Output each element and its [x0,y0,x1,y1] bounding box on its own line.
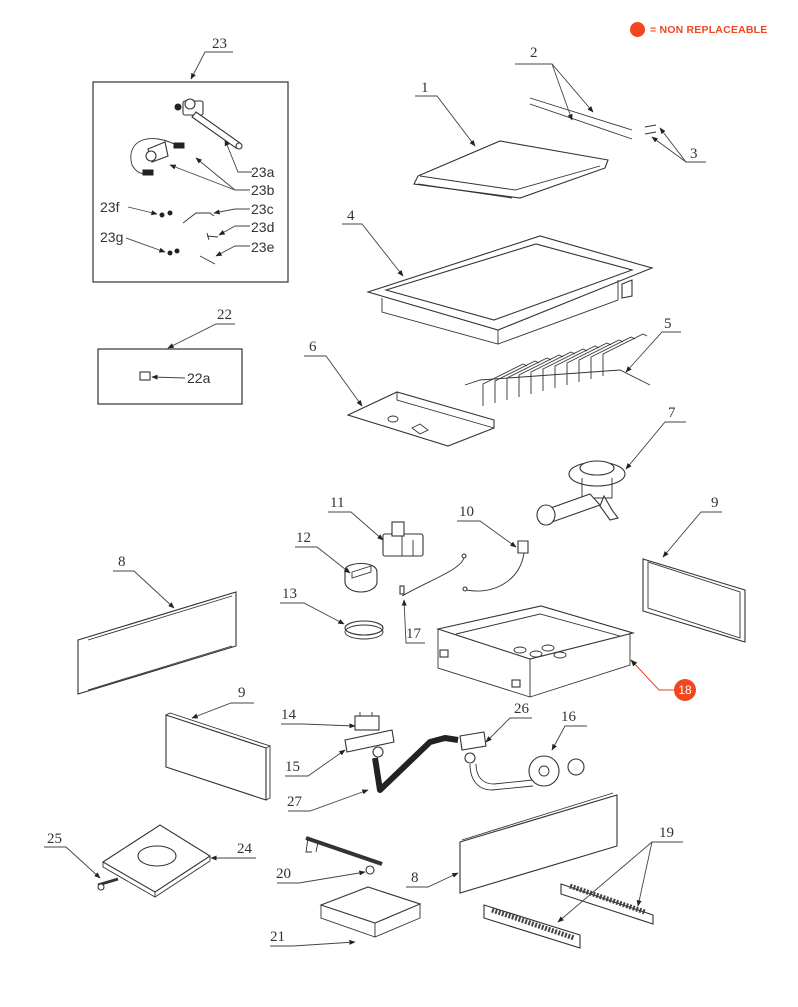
part-10-electrode: 10 [457,504,529,592]
label-5: 5 [664,316,672,332]
label-23f: 23f [100,199,120,215]
part-5-grate [464,333,651,406]
label-15: 15 [285,759,300,775]
part-2-rods: 2 [515,45,633,140]
non-replaceable-badge-18 [674,679,696,701]
label-23a: 23a [251,164,275,180]
grate-bar [530,351,576,394]
part-22-box: 22 22a [97,307,243,405]
part-20-rail: 20 [276,836,383,884]
label-22a: 22a [187,370,211,386]
label-23e: 23e [251,239,275,255]
part-18-firebox: 18 [435,605,696,701]
part-27-flex-hose: 27 [287,735,459,812]
label-12: 12 [296,530,311,546]
part-16-regulator: 16 [528,709,587,787]
part-3-clips: 3 [644,124,706,163]
part-25-screw: 25 [44,831,119,891]
part-7-burner: 7 [536,405,686,526]
label-13: 13 [282,586,297,602]
label-14: 14 [281,707,297,723]
label-10: 10 [459,504,474,520]
grate-bar [482,363,528,406]
label-4: 4 [347,208,355,224]
grate-bar [590,336,636,379]
label-2: 2 [530,45,538,61]
label-21: 21 [270,929,285,945]
part-8-bottom-panel: 8 [406,792,618,894]
label-3: 3 [690,146,698,162]
part-8-side-panel-left: 8 [77,554,237,695]
part-14-15-valve-manifold: 14 15 [281,707,395,777]
part-21-drip-pan: 21 [270,886,422,947]
part-6-tray: 6 [304,339,495,447]
grate-bar [542,348,588,391]
label-23: 23 [212,36,227,52]
label-18: 18 [678,683,692,697]
grate-bar [578,339,624,382]
non-replaceable-marker-icon [630,22,645,37]
part-26-fitting: 26 [459,701,534,791]
label-9-left: 9 [238,685,246,701]
part-19-vents: 19 [483,825,683,949]
label-24: 24 [237,841,253,857]
part-9-panel-right: 9 [642,495,746,643]
grate-bar [518,354,564,397]
legend-text: = NON REPLACEABLE [650,23,768,36]
legend: = NON REPLACEABLE [630,22,767,37]
grate-bar [554,345,600,388]
part-23-kit-box: 23 23a 23b 23f 23c 23d [92,36,289,283]
part-11-igniter: 11 [328,495,424,557]
label-16: 16 [561,709,577,725]
label-19: 19 [659,825,674,841]
part-4-frame: 4 [342,208,654,345]
label-8-bottom: 8 [411,870,419,886]
label-27: 27 [287,794,303,810]
part-13-bezel: 13 [280,586,384,640]
label-11: 11 [330,495,344,511]
label-23d: 23d [251,219,274,235]
label-22: 22 [217,307,232,323]
part-1-griddle-plate: 1 [413,80,609,199]
label-9-right: 9 [711,495,719,511]
grate-frame [464,369,651,386]
label-25: 25 [47,831,62,847]
label-7: 7 [668,405,676,421]
part-24-plate: 24 [101,824,256,898]
grate-bar [494,360,540,403]
grate-bar [506,357,552,400]
label-26: 26 [514,701,530,717]
label-8-left: 8 [118,554,126,570]
label-20: 20 [276,866,291,882]
label-17: 17 [406,626,422,642]
part-17-igniter-wire: 17 [399,553,467,644]
hose-assembly [130,138,185,176]
label-6: 6 [309,339,317,355]
part-12-knob: 12 [295,530,378,593]
label-23g: 23g [100,229,123,245]
label-23b: 23b [251,182,275,198]
regulator-valve [174,98,243,150]
part-9-panel-left: 9 [165,685,272,801]
label-23c: 23c [251,201,274,217]
grate-bar [602,333,648,376]
label-1: 1 [421,80,429,96]
